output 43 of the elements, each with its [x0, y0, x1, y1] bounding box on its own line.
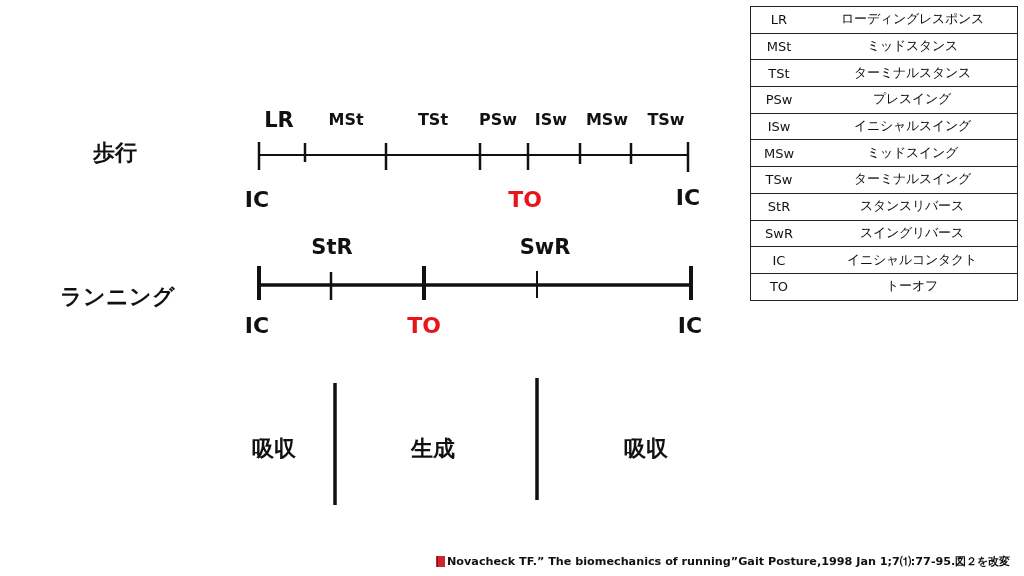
phase-term: ローディングレスポンス	[807, 6, 1018, 34]
phase-abbreviation: LR	[264, 109, 294, 131]
abbreviation: LR	[750, 6, 807, 34]
row-label: ランニング	[59, 286, 175, 308]
event-label: TO	[407, 315, 441, 337]
phase-abbreviation: MSt	[328, 112, 364, 128]
phase-abbreviation: SwR	[519, 236, 571, 258]
event-label: IC	[244, 189, 270, 211]
phase-term: プレスイング	[807, 86, 1018, 114]
abbreviation: MSw	[750, 139, 807, 167]
phase-label: 吸収	[624, 438, 668, 460]
abbreviation: MSt	[750, 33, 807, 60]
abbreviation: TO	[750, 273, 807, 301]
abbreviation: TSw	[750, 166, 807, 194]
abbreviation: IC	[750, 246, 807, 274]
abbreviation: ISw	[750, 113, 807, 140]
event-label: IC	[675, 187, 701, 209]
phase-term: スイングリバース	[807, 220, 1018, 247]
abbreviation: PSw	[750, 86, 807, 114]
phase-term: ターミナルスイング	[807, 166, 1018, 194]
phase-abbreviation: TSt	[417, 112, 449, 128]
phase-term: トーオフ	[807, 273, 1018, 301]
event-label: IC	[244, 315, 270, 337]
phase-term: ミッドスイング	[807, 139, 1018, 167]
event-label: TO	[508, 189, 542, 211]
phase-term: イニシャルスイング	[807, 113, 1018, 140]
citation-text: Novacheck TF.” The biomechanics of running”Gait Posture,1998 Jan 1;7⑴:77-95.図２を改変	[447, 554, 1011, 569]
phase-label: 吸収	[252, 438, 296, 460]
phase-label: 生成	[411, 438, 455, 460]
phase-term: ミッドスタンス	[807, 33, 1018, 60]
phase-abbreviation: TSw	[647, 112, 685, 128]
phase-term: ターミナルスタンス	[807, 59, 1018, 87]
phase-abbreviation: ISw	[534, 112, 568, 128]
abbreviation: SwR	[750, 220, 807, 247]
phase-term: スタンスリバース	[807, 193, 1018, 220]
abbreviation: TSt	[750, 59, 807, 87]
event-label: IC	[677, 315, 703, 337]
phase-abbreviation: StR	[311, 236, 353, 258]
row-label: 歩行	[93, 142, 137, 164]
phase-abbreviation: MSw	[585, 112, 629, 128]
phase-abbreviation: PSw	[479, 112, 517, 128]
phase-term: イニシャルコンタクト	[807, 246, 1018, 274]
abbreviation: StR	[750, 193, 807, 220]
